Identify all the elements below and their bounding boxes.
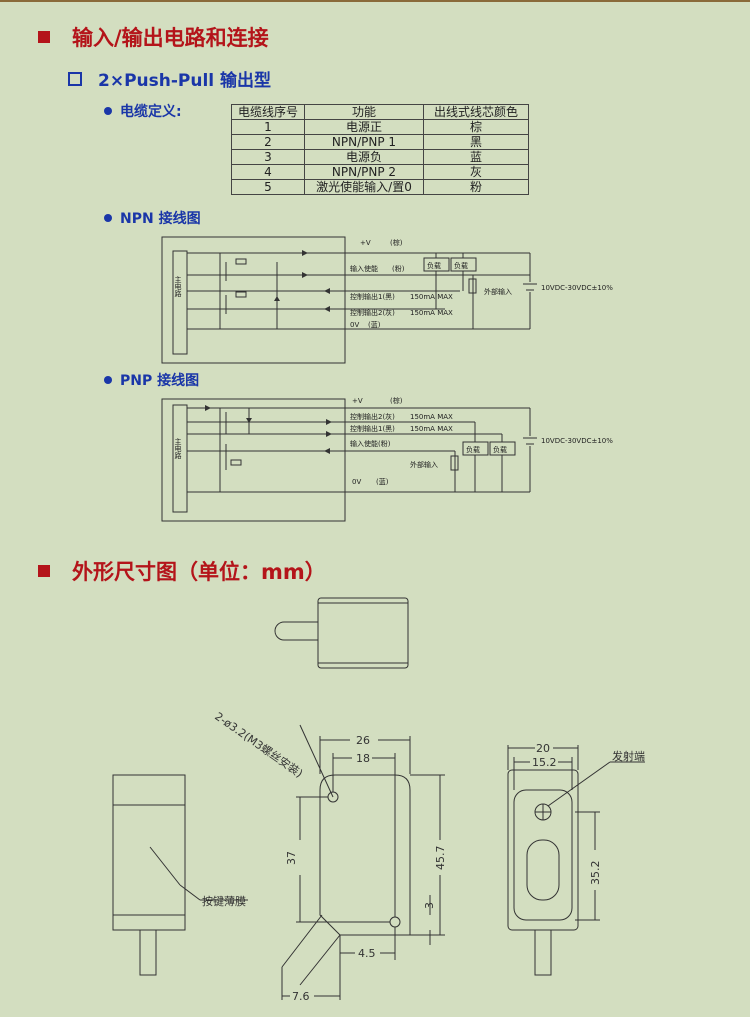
table-cell: NPN/PNP 1 — [304, 134, 424, 150]
table-header-row: 电缆线序号 功能 出线式线芯颜色 — [231, 104, 529, 120]
hollow-square-bullet-icon — [68, 71, 82, 86]
dim-26: 26 — [356, 734, 370, 747]
dim-45-7: 45.7 — [434, 846, 447, 871]
dim-4-5: 4.5 — [358, 947, 376, 960]
npn-label-text: NPN 接线图 — [120, 211, 201, 227]
membrane-label: 按键薄膜 — [202, 894, 246, 908]
npn-load-1: 负载 — [427, 261, 441, 270]
npn-ext-input: 外部输入 — [484, 287, 512, 296]
subsection-title: 2×Push-Pull 输出型 — [98, 71, 272, 91]
dot-bullet-icon — [104, 214, 112, 222]
cable-label-text: 电缆定义: — [120, 104, 182, 120]
dim-18: 18 — [356, 752, 370, 765]
subsection-heading: 2×Push-Pull 输出型 — [68, 66, 271, 91]
pnp-load-2: 负载 — [493, 445, 507, 454]
npn-blue: (蓝) — [368, 320, 381, 329]
npn-diagram-label: NPN 接线图 — [104, 208, 201, 228]
npn-plus-v: +V — [360, 239, 371, 247]
dim-3: 3 — [423, 902, 436, 909]
pnp-label-text: PNP 接线图 — [120, 373, 200, 389]
table-cell: 激光使能输入/置0 — [304, 179, 424, 195]
cable-definition-label: 电缆定义: — [104, 101, 182, 121]
pnp-voltage: 10VDC-30VDC±10% — [541, 437, 613, 445]
npn-ctrl-out2: 控制输出2(灰) — [350, 308, 395, 317]
pnp-blue: (蓝) — [376, 477, 389, 486]
pnp-ctrl-out1: 控制输出1(黑) — [350, 424, 395, 433]
pnp-ext-input: 外部输入 — [410, 460, 438, 469]
top-border — [0, 0, 750, 2]
table-cell: NPN/PNP 2 — [304, 164, 424, 180]
table-cell: 电源负 — [304, 149, 424, 165]
emitter-label: 发射端 — [612, 749, 645, 763]
table-cell: 棕 — [423, 119, 529, 135]
table-header: 功能 — [304, 104, 424, 120]
npn-pink: (粉) — [392, 264, 405, 273]
npn-max-1: 150mA MAX — [410, 293, 453, 301]
pnp-max-1: 150mA MAX — [410, 413, 453, 421]
pnp-zero-v: 0V — [352, 478, 361, 486]
table-cell: 5 — [231, 179, 305, 195]
pnp-main-circuit: 主电路 — [174, 437, 182, 460]
table-cell: 黑 — [423, 134, 529, 150]
pnp-input-enable: 输入使能(粉) — [350, 439, 391, 448]
npn-zero-v: 0V — [350, 321, 359, 329]
dot-bullet-icon — [104, 376, 112, 384]
pnp-ctrl-out2: 控制输出2(灰) — [350, 412, 395, 421]
table-cell: 1 — [231, 119, 305, 135]
npn-max-2: 150mA MAX — [410, 309, 453, 317]
table-cell: 3 — [231, 149, 305, 165]
npn-input-enable: 输入使能 — [350, 264, 378, 273]
square-bullet-icon — [38, 565, 50, 577]
table-cell: 电源正 — [304, 119, 424, 135]
square-bullet-icon — [38, 31, 50, 43]
pnp-load-1: 负载 — [466, 445, 480, 454]
table-header: 电缆线序号 — [231, 104, 305, 120]
table-cell: 蓝 — [423, 149, 529, 165]
dim-15-2: 15.2 — [532, 756, 557, 769]
npn-main-circuit: 主电路 — [174, 275, 182, 298]
npn-voltage: 10VDC-30VDC±10% — [541, 284, 613, 292]
dim-37: 37 — [285, 851, 298, 865]
pnp-brown: (棕) — [390, 396, 403, 405]
dim-7-6: 7.6 — [292, 990, 310, 1003]
section-heading-circuit: 输入/输出电路和连接 — [38, 22, 269, 52]
dot-bullet-icon — [104, 107, 112, 115]
table-cell: 粉 — [423, 179, 529, 195]
table-cell: 2 — [231, 134, 305, 150]
dim-20: 20 — [536, 742, 550, 755]
pnp-plus-v: +V — [352, 397, 363, 405]
npn-ctrl-out1: 控制输出1(黑) — [350, 292, 395, 301]
table-cell: 4 — [231, 164, 305, 180]
pnp-diagram-label: PNP 接线图 — [104, 370, 199, 390]
npn-load-2: 负载 — [454, 261, 468, 270]
hole-note: 2-ø3.2(M3螺丝安装) — [212, 709, 305, 780]
section-title: 输入/输出电路和连接 — [72, 26, 269, 50]
dim-35-2: 35.2 — [589, 861, 602, 886]
section-title: 外形尺寸图（单位：mm） — [72, 560, 326, 584]
npn-brown: (棕) — [390, 238, 403, 247]
table-header: 出线式线芯颜色 — [423, 104, 529, 120]
table-cell: 灰 — [423, 164, 529, 180]
pnp-max-2: 150mA MAX — [410, 425, 453, 433]
section-heading-dimensions: 外形尺寸图（单位：mm） — [38, 556, 326, 586]
